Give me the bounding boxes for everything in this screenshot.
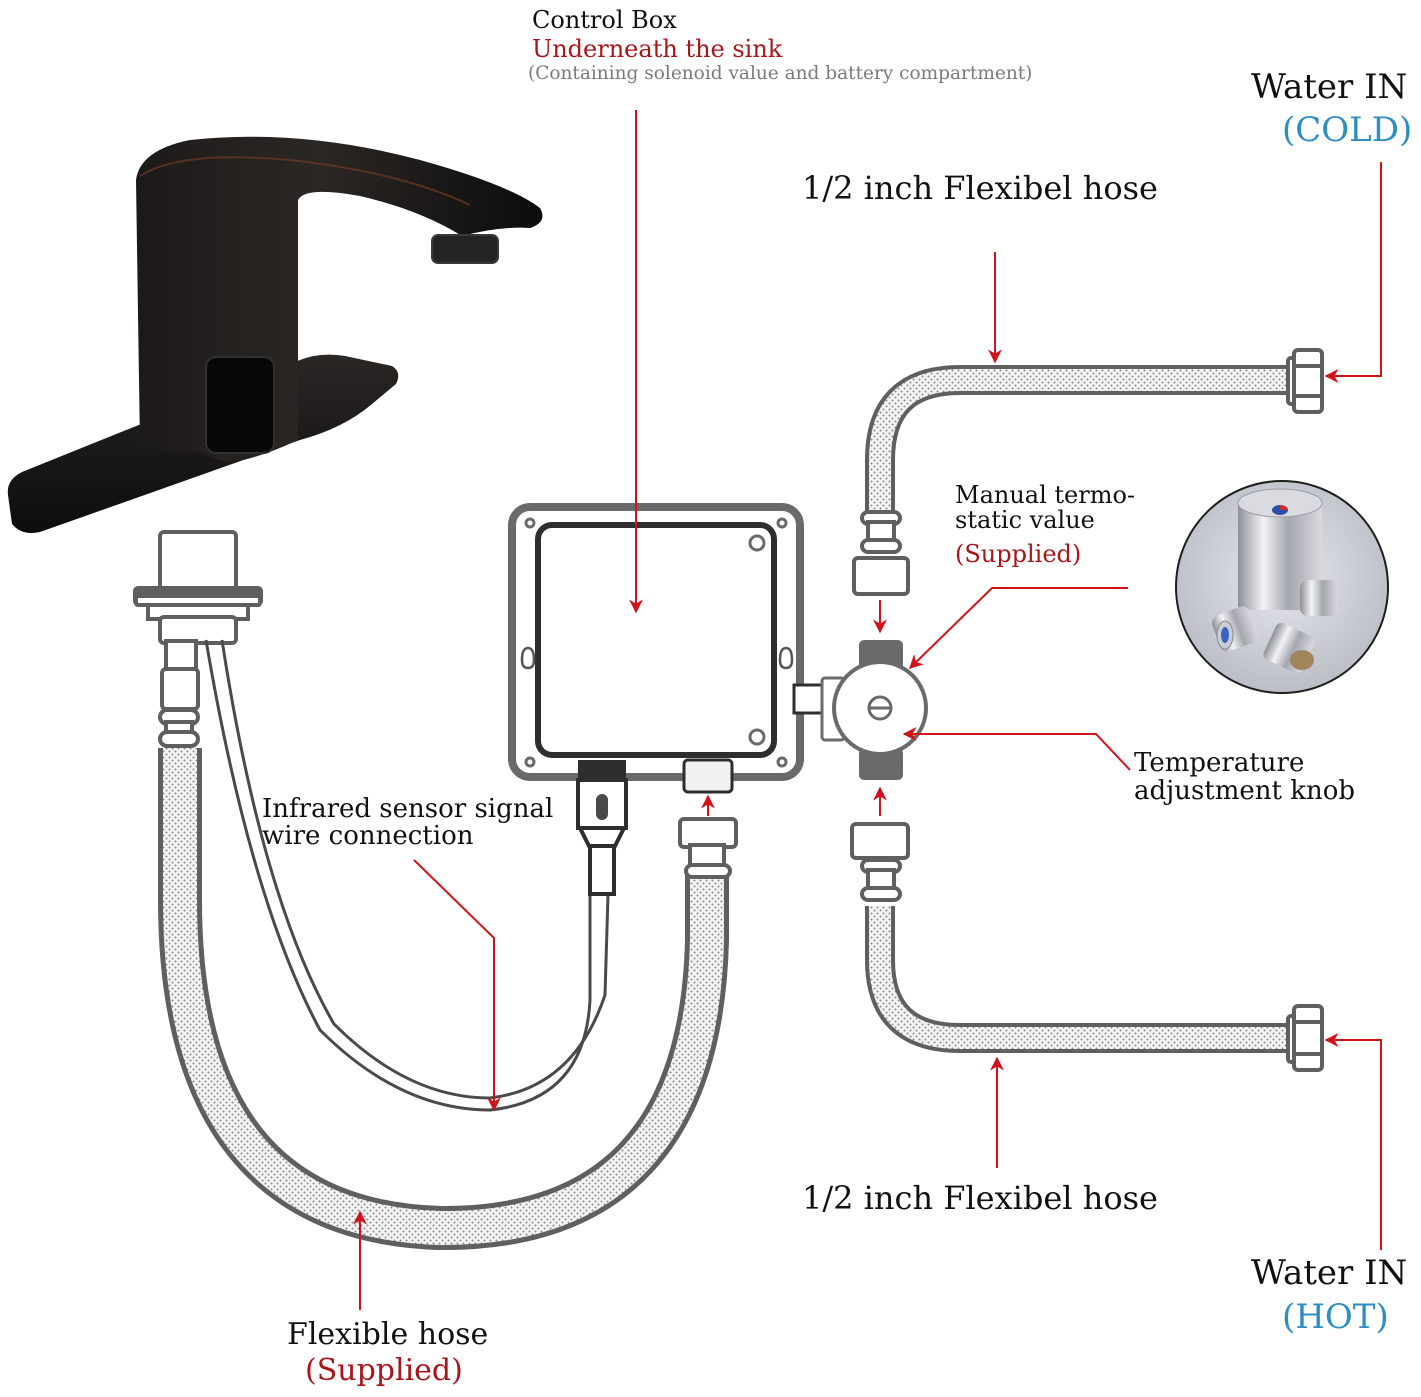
faucet-sensor-window [205,356,275,454]
valve-photo [1175,480,1389,694]
control-box-title: Control Box [532,6,677,34]
water-in-hot-type: (HOT) [1282,1297,1389,1337]
hot-water-hose [850,822,1324,1072]
valve-arrow [908,587,1128,669]
water-in-cold-type: (COLD) [1282,110,1413,150]
faucet-aerator [431,234,499,264]
thermostatic-mixing-valve [820,640,928,780]
hot-water-arrow [1324,1033,1382,1250]
thermostatic-valve-line2: static value [955,506,1095,534]
control-box-inlet-port [682,758,734,794]
thermostatic-valve-status: (Supplied) [955,540,1082,568]
faucet-highlight [139,156,471,206]
flexible-hose-title: Flexible hose [287,1317,489,1352]
faucet-shank [133,530,263,748]
faucet-supply-hose [158,748,729,1251]
infrared-sensor-line2: wire connection [262,821,474,851]
water-in-cold-title: Water IN [1251,67,1408,107]
sensor-signal-wire [204,639,610,1112]
cold-water-hose [852,348,1324,596]
faucet [7,136,543,533]
temperature-knob-arrow [902,727,1131,771]
hose-bottom-label: 1/2 inch Flexibel hose [802,1179,1158,1217]
hose-top-label: 1/2 inch Flexibel hose [802,169,1158,207]
infrared-wire-arrow [413,859,501,1112]
control-box [508,503,826,794]
control-box-hose-connector [678,817,738,879]
control-box-note: (Containing solenoid value and battery c… [528,63,1033,84]
water-in-hot-title: Water IN [1251,1253,1408,1293]
flexible-hose-status: (Supplied) [305,1353,463,1388]
infrared-sensor-line1: Infrared sensor signal [262,794,554,824]
sensor-connector [576,760,628,896]
temperature-knob-line1: Temperature [1134,748,1305,778]
thermostatic-valve-line1: Manual termo- [955,481,1136,509]
temperature-knob-line2: adjustment knob [1134,776,1356,806]
cold-water-arrow [1324,162,1382,383]
leader-lines [353,110,1382,1310]
control-box-location: Underneath the sink [532,35,783,63]
